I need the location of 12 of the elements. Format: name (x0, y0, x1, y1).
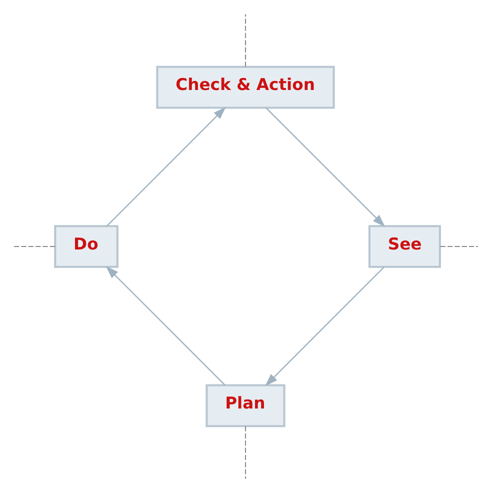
arrow (106, 106, 226, 226)
node-box: Check & Action (156, 66, 335, 109)
arrow (265, 266, 385, 386)
connector (13, 246, 55, 247)
arrow (106, 266, 226, 386)
node-box: See (368, 225, 441, 268)
connector (245, 14, 246, 67)
node-box: Plan (206, 384, 286, 428)
arrow (266, 107, 386, 227)
connector (440, 246, 478, 247)
node-box: Do (54, 225, 118, 268)
connector (245, 426, 246, 479)
